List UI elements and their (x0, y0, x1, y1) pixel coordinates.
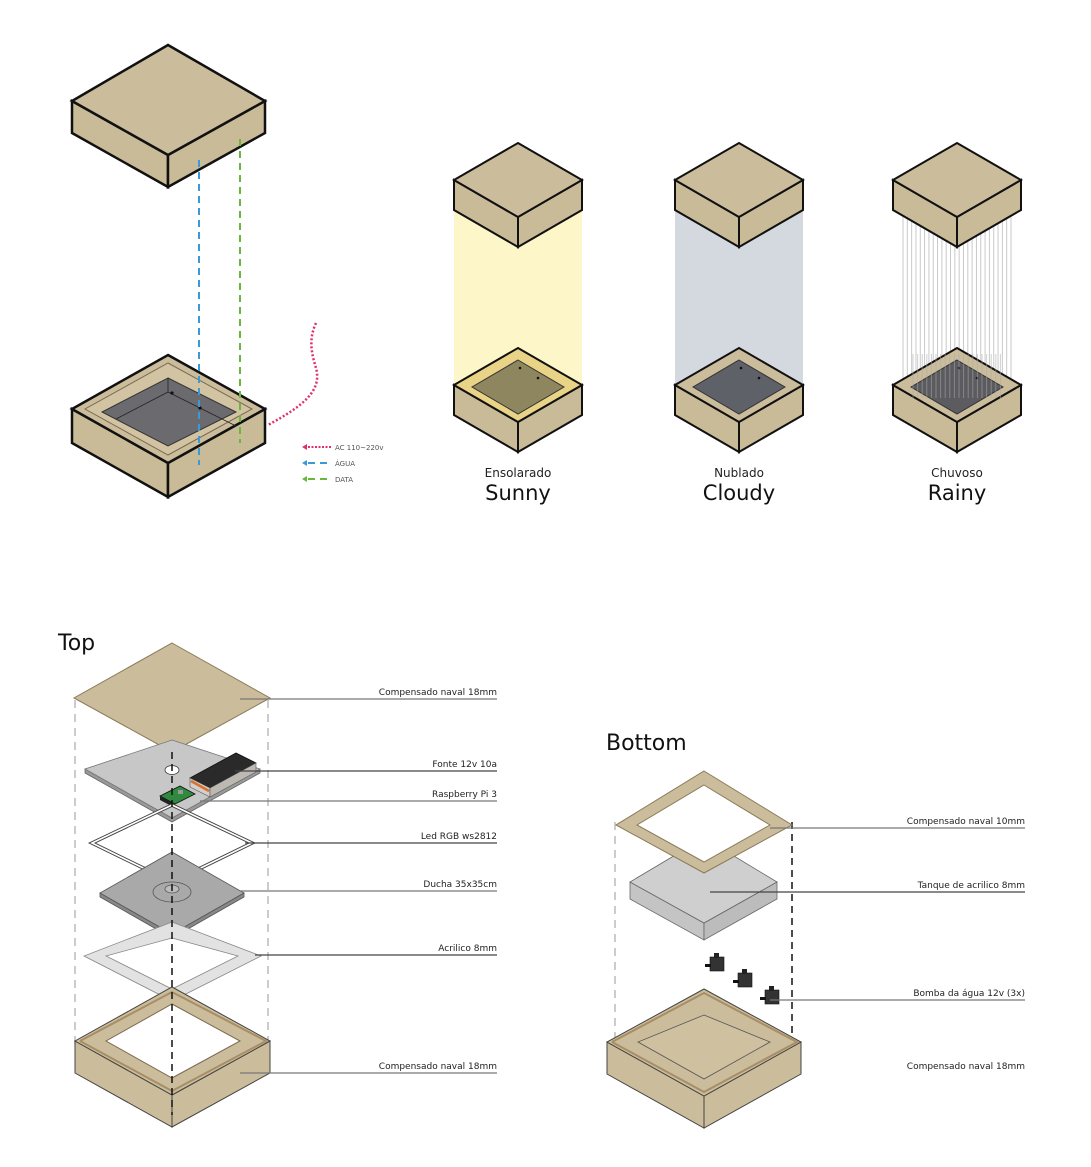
overview-top-box (69, 43, 268, 190)
legend-item: DATA (302, 476, 353, 484)
legend-item: ÁGUA (302, 459, 355, 468)
arrow-icon (302, 460, 307, 466)
legend-item: AC 110~220v (302, 444, 384, 452)
top-exploded-view (72, 642, 272, 1128)
component-label: Compensado naval 18mm (907, 1062, 1025, 1072)
component-label-shower-plate: Ducha 35x35cm (240, 880, 497, 892)
state-label-pt: Ensolarado (485, 466, 552, 480)
plywood-box-icon (605, 988, 803, 1129)
state-top-box-top (673, 141, 805, 219)
component-label-plywood-frame-box: Compensado naval 18mm (240, 1062, 497, 1074)
plywood-ring-icon (615, 770, 793, 874)
ac-power-line (267, 322, 319, 427)
component-label: Led RGB ws2812 (421, 832, 497, 842)
component-label-acrylic-frame: Acrilico 8mm (255, 944, 497, 956)
component-label: Bomba da água 12v (3x) (913, 989, 1025, 999)
state-label-en: Rainy (928, 481, 987, 505)
arrow-icon (302, 476, 307, 482)
component-label: Ducha 35x35cm (423, 880, 497, 890)
bottom-exploded-view (605, 770, 803, 1129)
component-label-plywood-sheet: Compensado naval 18mm (240, 688, 497, 700)
bottom-box-water-edge-left (115, 391, 169, 420)
water-pump-icon (733, 969, 753, 988)
legend-label: DATA (335, 476, 353, 484)
component-label: Raspberry Pi 3 (432, 790, 497, 800)
sensor-dot (518, 366, 522, 370)
component-label-water-pump: Bomba da água 12v (3x) (770, 989, 1025, 1001)
top-box-top-face (69, 43, 268, 157)
state-top-box-top (452, 141, 584, 219)
legend-label: ÁGUA (335, 459, 355, 468)
sensor-dot (757, 376, 761, 380)
water-sensor-dot (170, 391, 174, 395)
water-sensor-dot (198, 406, 202, 410)
component-label-power-supply: Fonte 12v 10a (235, 760, 497, 772)
state-water (471, 359, 565, 415)
top-section-title: Top (57, 631, 95, 656)
state-label-pt: Chuvoso (931, 466, 983, 480)
component-label: Fonte 12v 10a (432, 760, 497, 770)
bottom-box-water (100, 377, 238, 447)
component-label-led-strip-frame: Led RGB ws2812 (245, 832, 497, 844)
state-label-en: Sunny (485, 481, 551, 505)
component-label-acrylic-tank: Tanque de acrilico 8mm (710, 881, 1025, 893)
component-label: Tanque de acrilico 8mm (917, 881, 1025, 891)
component-label-plywood-box: Compensado naval 18mm (907, 1062, 1025, 1072)
sensor-dot (536, 376, 540, 380)
water-pump-icon (760, 986, 780, 1005)
state-label-pt: Nublado (714, 466, 764, 480)
rain-over-tank (912, 354, 1001, 398)
state-water (692, 359, 786, 415)
state-top-box-top (891, 141, 1023, 219)
state-label-en: Cloudy (703, 481, 775, 505)
component-label: Compensado naval 10mm (907, 817, 1025, 827)
acrylic-tank-icon (629, 837, 778, 941)
arrow-icon (302, 444, 307, 450)
sensor-dot (739, 366, 743, 370)
water-pump-icon (705, 953, 725, 972)
plywood-sheet-icon (72, 642, 272, 753)
component-label-raspberry-pi-board: Raspberry Pi 3 (200, 790, 497, 802)
component-label: Compensado naval 18mm (379, 1062, 497, 1072)
component-label: Compensado naval 18mm (379, 688, 497, 698)
overview-bottom-box (69, 353, 268, 500)
bottom-section-title: Bottom (606, 731, 687, 756)
legend-label: AC 110~220v (335, 444, 384, 452)
component-label-plywood-ring: Compensado naval 10mm (770, 817, 1025, 829)
component-label: Acrilico 8mm (438, 944, 497, 954)
